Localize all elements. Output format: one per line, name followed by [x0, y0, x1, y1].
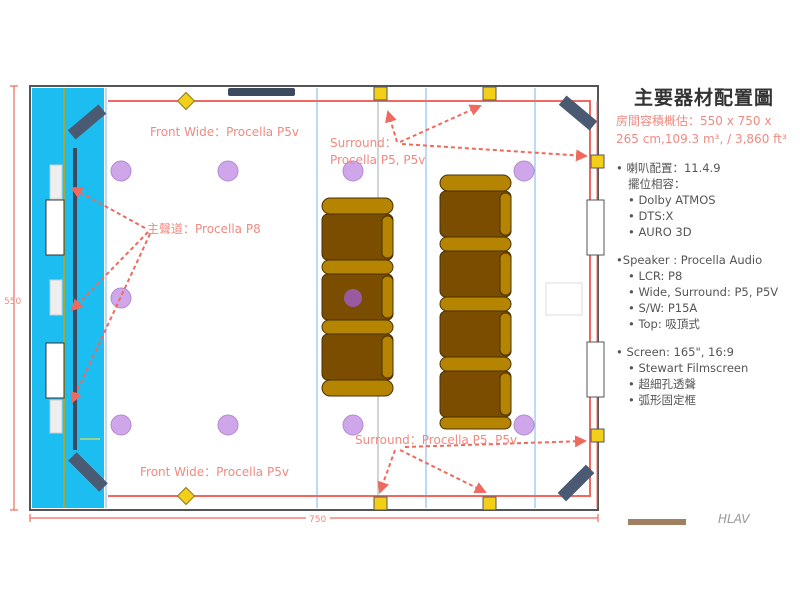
- dim-width-label: 750: [309, 515, 326, 525]
- front-wide-speakers: [176, 91, 196, 506]
- surround-speakers: [373, 86, 605, 511]
- label-surround-top-1: Surround：: [330, 136, 397, 150]
- room-volume-line1: 房間容積概估：550 x 750 x: [616, 114, 772, 128]
- label-front-wide-bottom: Front Wide：Procella P5v: [140, 465, 289, 479]
- screen-spec: • Screen: 165", 16:9: [616, 345, 734, 359]
- equipment-panel: 主要器材配置圖 房間容積概估：550 x 750 x 265 cm,109.3 …: [616, 87, 800, 408]
- label-front-wide-top: Front Wide：Procella P5v: [150, 125, 299, 139]
- ceiling-speakers: [110, 160, 535, 436]
- screen-item: • 弧形固定框: [628, 393, 696, 407]
- format-item: • Dolby ATMOS: [628, 193, 716, 207]
- corner-speakers: [67, 95, 598, 502]
- speaker-config: • 喇叭配置：11.4.9: [616, 161, 721, 175]
- projection-screen: [73, 148, 77, 450]
- compat-label: 擺位相容：: [628, 177, 686, 191]
- label-surround-top-2: Procella P5, P5v: [330, 153, 425, 167]
- speaker-rail: [108, 100, 591, 497]
- footer-bar: [628, 519, 686, 525]
- speaker-item: • Wide, Surround: P5, P5V: [628, 285, 779, 299]
- sofa-row-rear: [439, 174, 512, 430]
- ceiling-speaker-center: [344, 289, 362, 307]
- screen-item: • Stewart Filmscreen: [628, 361, 749, 375]
- room-volume: 房間容積概估：550 x 750 x 265 cm,109.3 m³, / 3,…: [616, 112, 800, 148]
- room-volume-line2: 265 cm,109.3 m³, / 3,860 ft³: [616, 132, 787, 146]
- top-device: [228, 88, 295, 96]
- format-item: • AURO 3D: [628, 225, 692, 239]
- format-item: • DTS:X: [628, 209, 674, 223]
- label-surround-bottom: Surround：Procella P5, P5v: [355, 433, 517, 447]
- speaker-brand: •Speaker : Procella Audio: [616, 253, 763, 267]
- brand-logo: HLAV: [718, 512, 750, 526]
- speaker-item: • Top: 吸頂式: [628, 317, 700, 331]
- speaker-item: • S/W: P15A: [628, 301, 698, 315]
- rear-wall-items: [545, 199, 605, 398]
- stage-area: [32, 88, 104, 508]
- callout-arrows: [70, 104, 588, 494]
- panel-title: 主要器材配置圖: [634, 87, 775, 109]
- front-speakers: [45, 164, 65, 434]
- speaker-item: • LCR: P8: [628, 269, 683, 283]
- dimension-height: [10, 85, 18, 511]
- dimension-width: [29, 514, 599, 522]
- guide-lines: [105, 88, 536, 508]
- dim-height-label: 550: [4, 297, 21, 307]
- screen-item: • 超細孔透聲: [628, 377, 696, 391]
- label-main-channel: 主聲道：Procella P8: [147, 221, 261, 236]
